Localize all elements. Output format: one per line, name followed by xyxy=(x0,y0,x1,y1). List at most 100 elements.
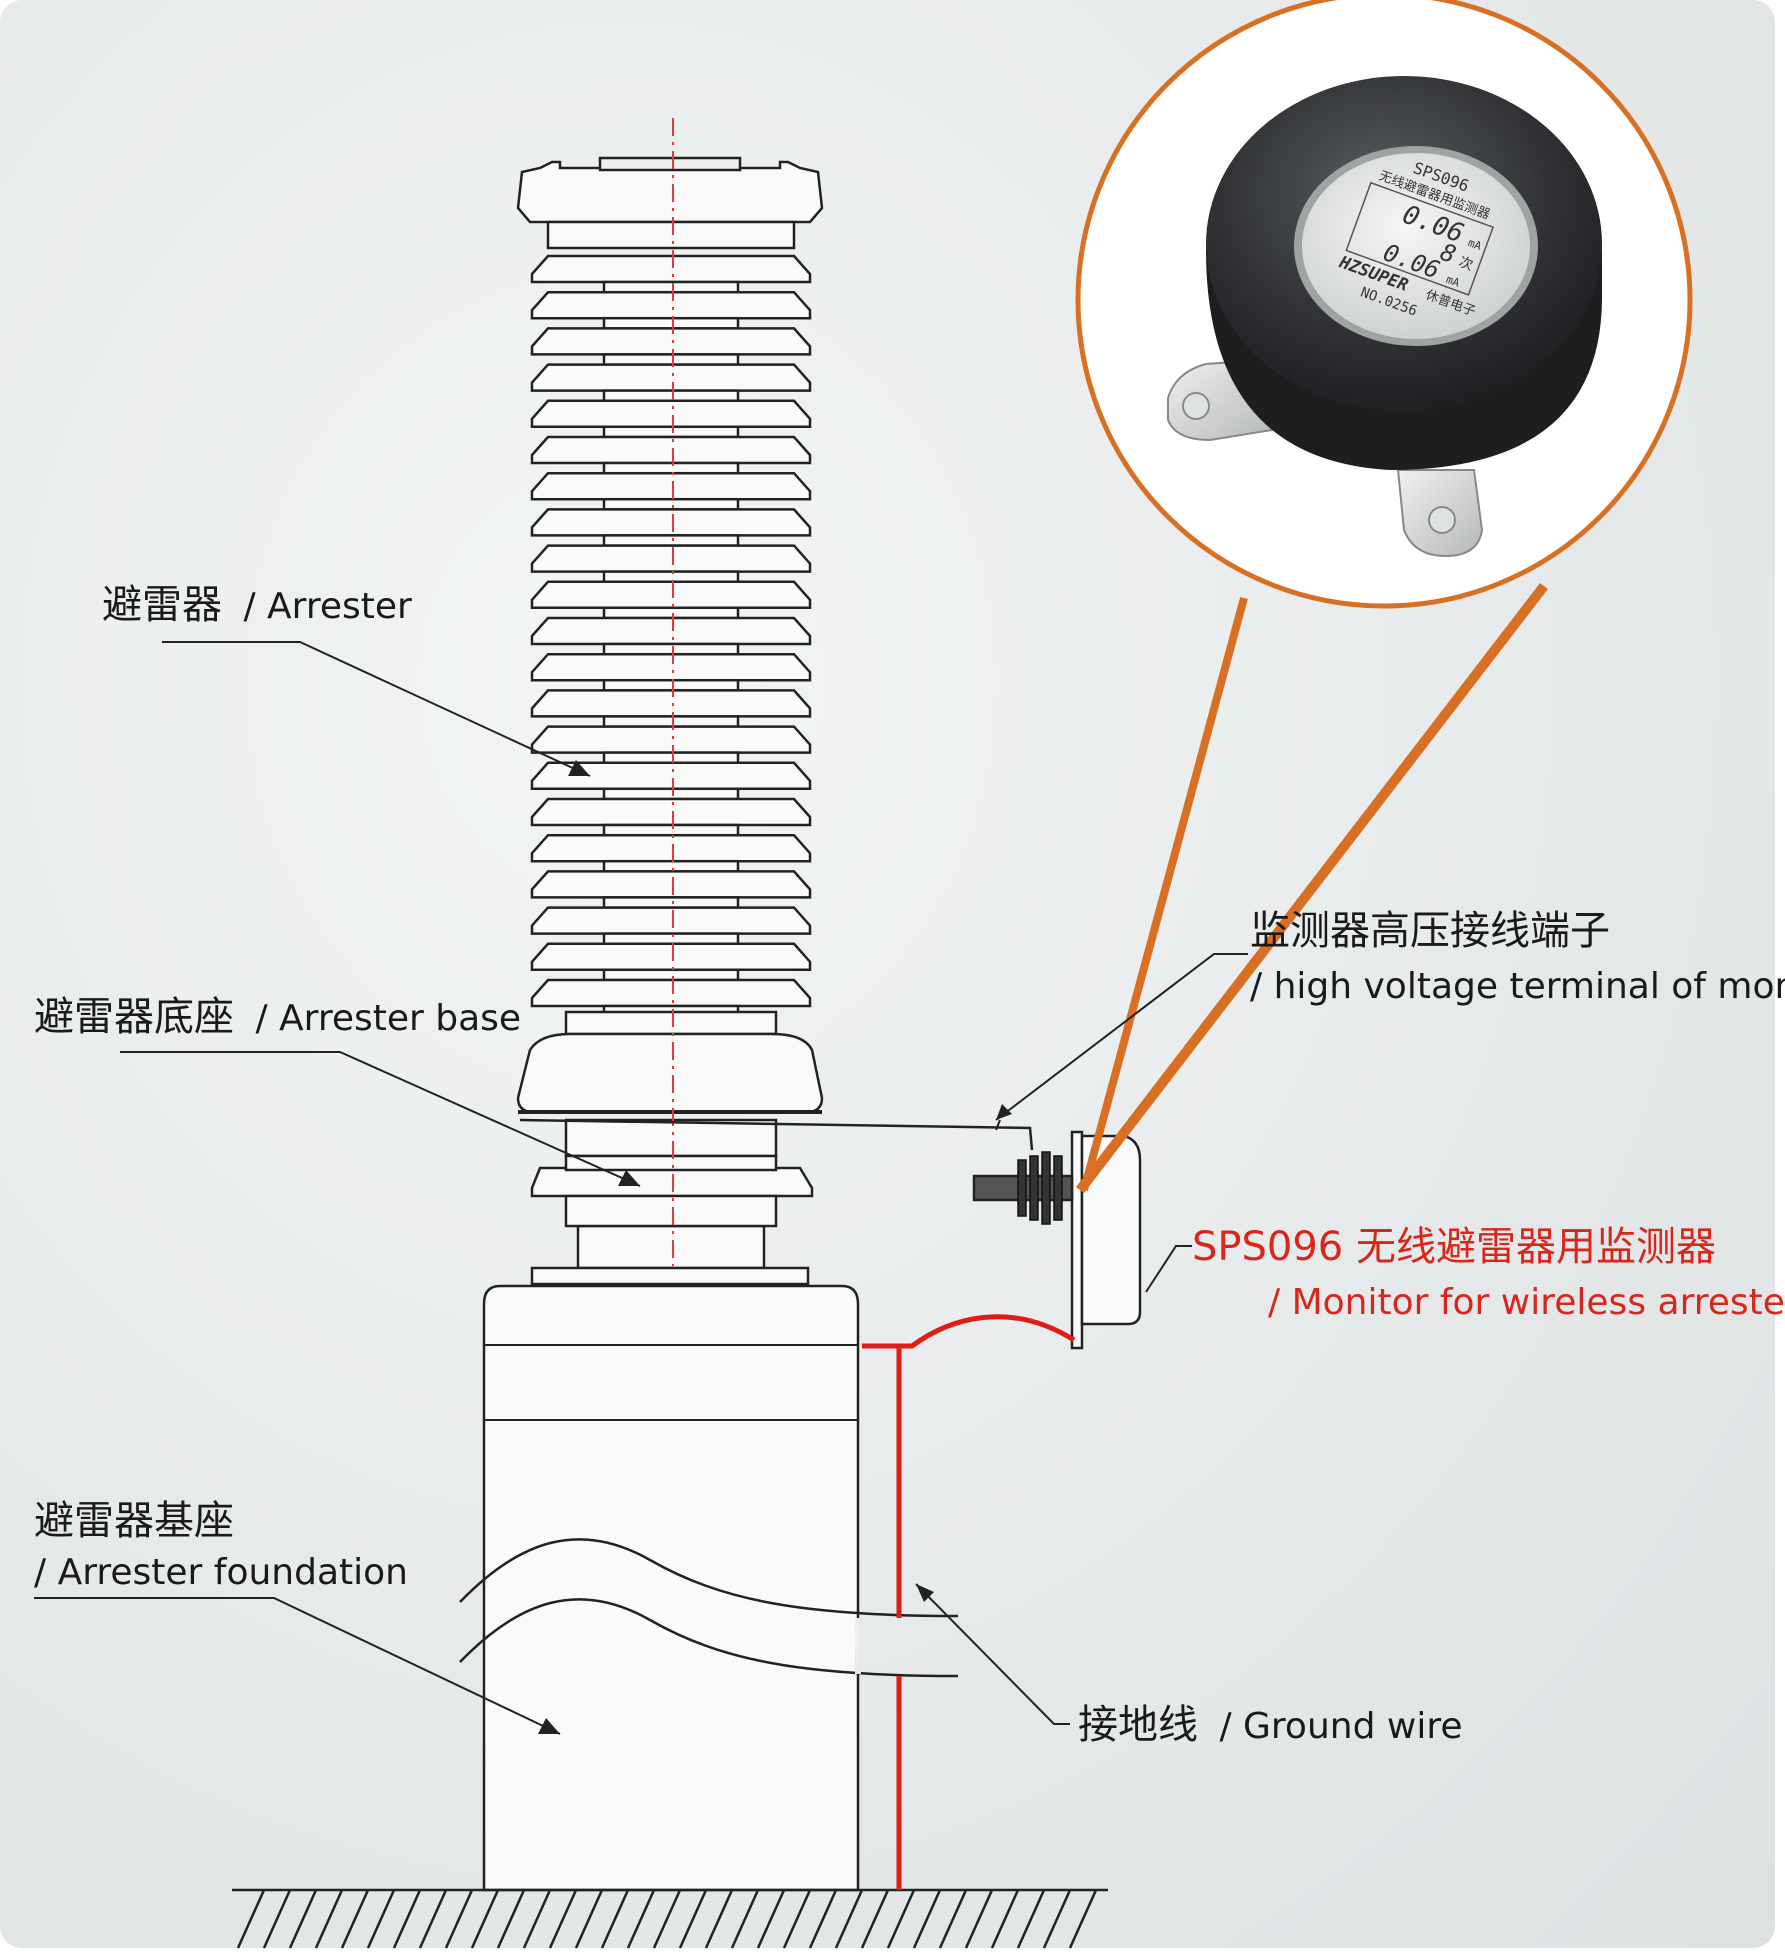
callout-leader-left xyxy=(1080,596,1248,1192)
insulator-shed xyxy=(530,580,812,610)
insulator-shed xyxy=(530,363,812,392)
insulator-shed xyxy=(530,978,812,1008)
insulator-core-segment xyxy=(602,570,740,584)
foundation-column xyxy=(482,1284,860,1892)
foundation-break xyxy=(459,1538,959,1678)
insulator-shed xyxy=(530,435,812,465)
lcd-reading-1-unit: mA xyxy=(1466,236,1483,253)
insulator-core-segment xyxy=(602,932,740,946)
hatch-mark xyxy=(340,1889,370,1949)
hatch-mark xyxy=(288,1889,318,1949)
insulator-shed xyxy=(530,544,812,573)
hatch-mark xyxy=(730,1889,760,1949)
hatch-mark xyxy=(834,1889,864,1949)
hatch-mark xyxy=(1016,1889,1046,1949)
insulator-shed xyxy=(530,471,812,501)
insulator-core-segment xyxy=(602,642,740,656)
insulator-core-segment xyxy=(602,859,740,873)
base-post xyxy=(576,1224,766,1270)
hatch-mark xyxy=(444,1889,474,1949)
insulator-shed xyxy=(530,725,812,754)
insulator-core-segment xyxy=(602,425,740,439)
insulator-core-segment xyxy=(602,353,740,366)
insulator-shed xyxy=(530,399,812,429)
insulator-core-segment xyxy=(602,787,740,801)
base-flange xyxy=(516,1032,824,1114)
label-monitor-cn: SPS096 无线避雷器用监测器 xyxy=(1192,1224,1716,1270)
label-arrester-base: 避雷器底座 / Arrester base xyxy=(34,994,521,1040)
label-foundation-en: / Arrester foundation xyxy=(34,1552,408,1593)
monitor-bracket xyxy=(1070,1130,1084,1350)
hatch-mark xyxy=(860,1889,890,1949)
insulator-core-segment xyxy=(602,461,740,475)
ground-wire-path xyxy=(862,1314,1076,1890)
insulator-shed xyxy=(530,797,812,827)
base-plinth xyxy=(530,1266,810,1286)
label-foundation-cn: 避雷器基座 xyxy=(34,1498,234,1544)
hatch-mark xyxy=(470,1889,500,1949)
insulator-core-segment xyxy=(602,823,740,837)
insulator-shed xyxy=(530,652,812,682)
insulator-shed xyxy=(530,508,812,537)
hatch-mark xyxy=(600,1889,630,1949)
insulator-core-segment xyxy=(602,497,740,511)
insulator-core-segment xyxy=(602,715,740,728)
insulator-core-segment xyxy=(602,389,740,403)
insulator-core-segment xyxy=(602,896,740,909)
hatch-mark xyxy=(366,1889,396,1949)
hatch-mark xyxy=(522,1889,552,1949)
hatch-mark xyxy=(678,1889,708,1949)
insulator-shed xyxy=(530,254,812,284)
top-collar xyxy=(546,220,796,250)
callout-lens: SPS096 无线避雷器用监测器 0.06 mA 8 次 0.06 mA HZS… xyxy=(1075,0,1693,1194)
hatch-mark xyxy=(1042,1889,1072,1949)
label-monitor-en: / Monitor for wireless arrester xyxy=(1268,1282,1785,1323)
hatch-mark xyxy=(782,1889,812,1949)
leader-arrowheads xyxy=(538,760,1012,1734)
monitor-housing xyxy=(1080,1134,1142,1326)
hatch-mark xyxy=(626,1889,656,1949)
label-hv-terminal-cn: 监测器高压接线端子 xyxy=(1250,908,1610,954)
hatch-mark xyxy=(652,1889,682,1949)
label-ground-wire: 接地线 / Ground wire xyxy=(1078,1702,1463,1748)
hatch-mark xyxy=(886,1889,916,1949)
base-spacer xyxy=(564,1154,778,1172)
hatch-mark xyxy=(912,1889,942,1949)
label-hv-terminal-en: / high voltage terminal of monitor xyxy=(1250,966,1785,1007)
lcd-count-unit: 次 xyxy=(1456,254,1475,274)
insulator-shed xyxy=(530,761,812,791)
top-cap-plate xyxy=(598,156,742,172)
hatch-mark xyxy=(496,1889,526,1949)
insulator-shed xyxy=(530,616,812,646)
insulator-core-segment xyxy=(602,606,740,620)
insulator-core-segment xyxy=(602,751,740,765)
hatch-mark xyxy=(990,1889,1020,1949)
hatch-mark xyxy=(418,1889,448,1949)
hatch-mark xyxy=(262,1889,292,1949)
hatch-mark xyxy=(756,1889,786,1949)
insulator-shed xyxy=(530,689,812,718)
label-arrester: 避雷器 / Arrester xyxy=(102,582,412,628)
insulator-shed xyxy=(530,290,812,320)
insulator-shed xyxy=(530,942,812,972)
insulator-core-segment xyxy=(602,968,740,982)
arrester-assembly xyxy=(482,156,860,1892)
insulator-core-segment xyxy=(602,678,740,692)
side-monitor xyxy=(519,1118,1142,1350)
hv-lead xyxy=(519,1118,1034,1151)
diagram-labels: 避雷器 / Arrester 避雷器底座 / Arrester base 监测器… xyxy=(34,582,1785,1748)
hatch-mark xyxy=(704,1889,734,1949)
hatch-mark xyxy=(236,1889,266,1949)
insulator-core-segment xyxy=(602,534,740,547)
insulator-shed xyxy=(530,870,812,899)
hatch-mark xyxy=(1068,1889,1098,1949)
callout-leader-right xyxy=(1076,582,1548,1194)
base-neck xyxy=(564,1118,778,1158)
hatch-mark xyxy=(548,1889,578,1949)
leader-lines xyxy=(34,641,1248,1735)
top-cap xyxy=(516,160,824,224)
hatch-mark xyxy=(574,1889,604,1949)
insulator-shed xyxy=(530,833,812,863)
insulator-sheds xyxy=(530,254,812,1018)
